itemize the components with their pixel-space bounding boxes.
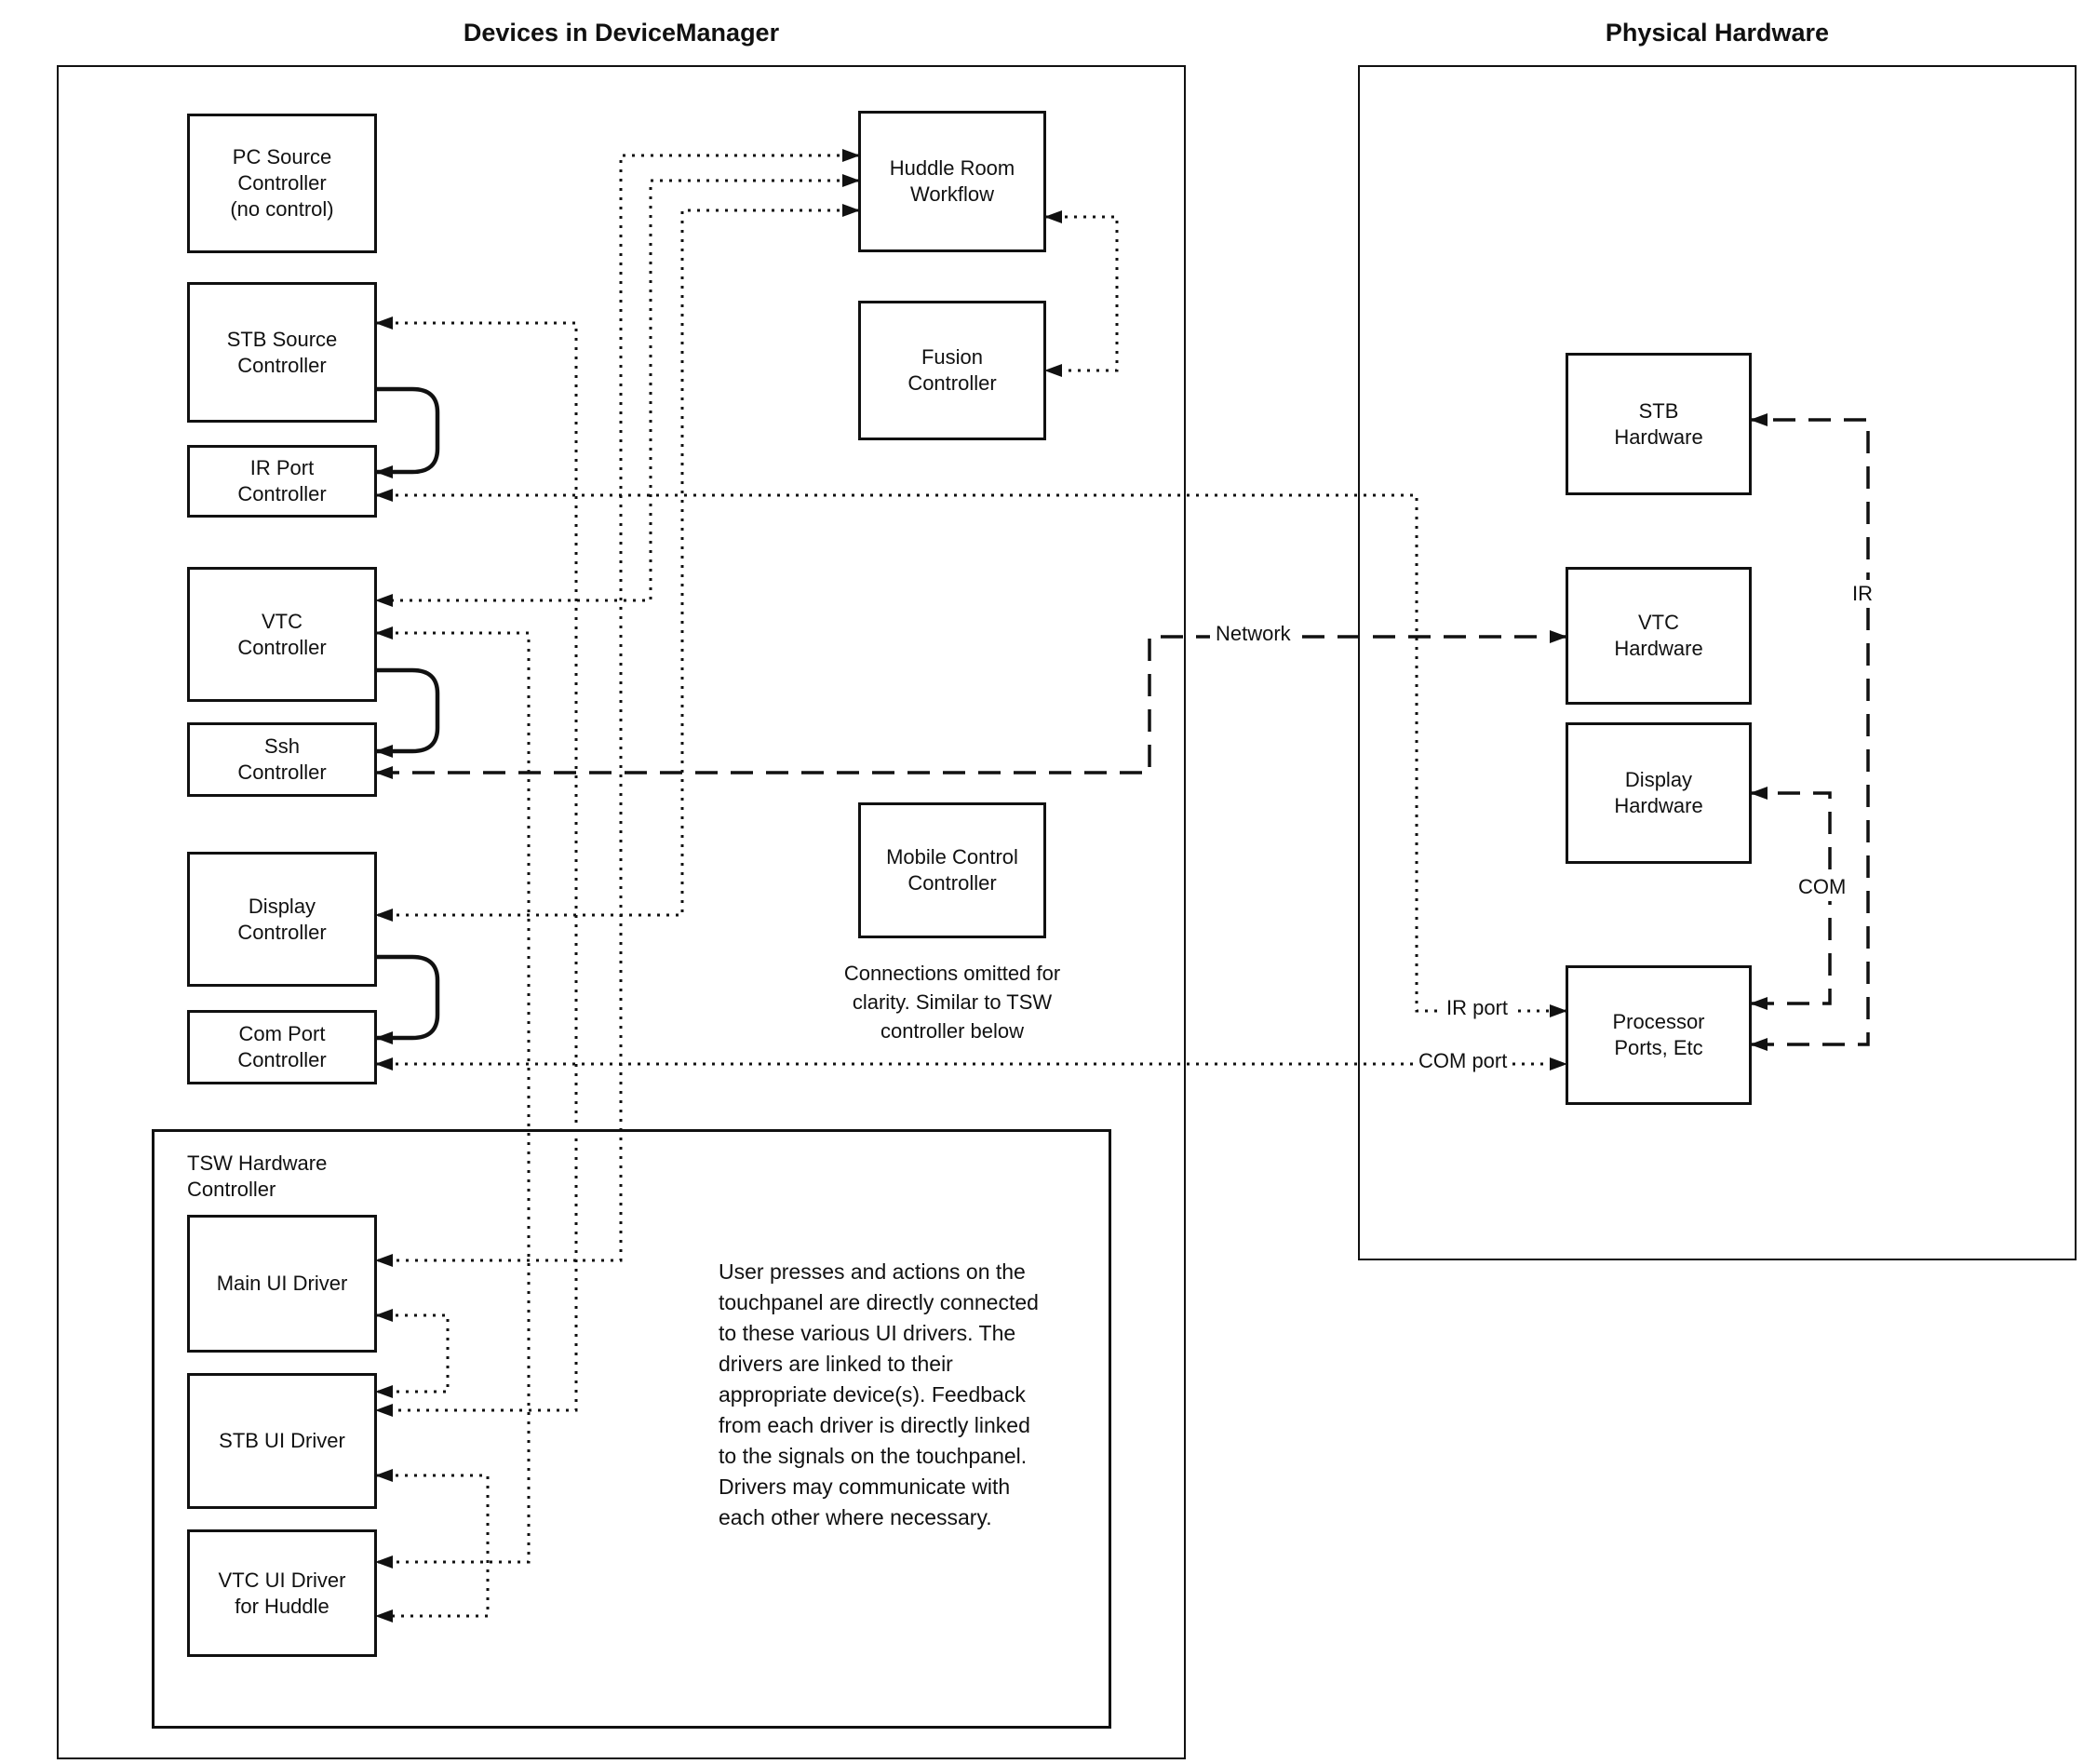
com-port-line-label: COM port [1413,1047,1513,1075]
huddle-room-workflow-box: Huddle Room Workflow [858,111,1046,252]
processor-ports-box: Processor Ports, Etc [1566,965,1752,1105]
left-section-title: Devices in DeviceManager [463,19,780,47]
display-controller-box: Display Controller [187,852,377,987]
ir-port-line-label: IR port [1441,994,1514,1022]
ir-port-controller-box: IR Port Controller [187,445,377,518]
stb-ui-driver-box: STB UI Driver [187,1373,377,1509]
vtc-ui-driver-box: VTC UI Driver for Huddle [187,1529,377,1657]
display-hardware-box: Display Hardware [1566,722,1752,864]
network-line-label: Network [1210,620,1297,648]
vtc-hardware-box: VTC Hardware [1566,567,1752,705]
ssh-controller-box: Ssh Controller [187,722,377,797]
fusion-controller-box: Fusion Controller [858,301,1046,440]
com-line-label: COM [1793,873,1852,901]
main-ui-driver-box: Main UI Driver [187,1215,377,1353]
ir-line-label: IR [1847,580,1878,608]
right-section-title: Physical Hardware [1605,19,1830,47]
com-port-controller-box: Com Port Controller [187,1010,377,1084]
mobile-control-controller-box: Mobile Control Controller [858,802,1046,938]
pc-source-controller-box: PC Source Controller (no control) [187,114,377,253]
mobile-controller-note: Connections omitted for clarity. Similar… [843,962,1061,1043]
stb-source-controller-box: STB Source Controller [187,282,377,423]
tsw-description-note: User presses and actions on the touchpan… [719,1259,1039,1529]
stb-hardware-box: STB Hardware [1566,353,1752,495]
tsw-container-label: TSW Hardware Controller [187,1151,328,1201]
vtc-controller-box: VTC Controller [187,567,377,702]
